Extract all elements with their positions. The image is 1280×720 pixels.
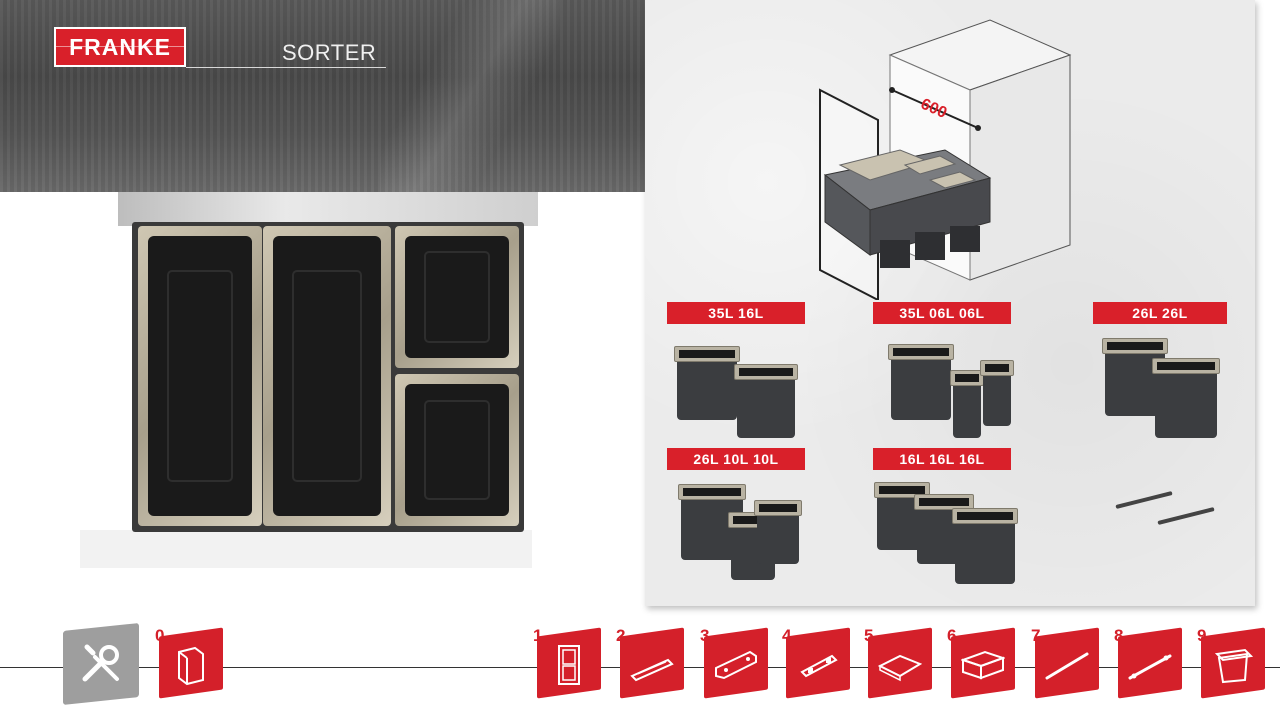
small-bin-top-right[interactable] [395, 226, 519, 368]
nav-item-number: 7 [1031, 626, 1041, 645]
nav-item-number: 1 [533, 626, 543, 645]
tools-button[interactable] [63, 623, 139, 705]
drawer-back-rail [118, 192, 538, 226]
config-35l-16l-label[interactable]: 35L 16L [667, 302, 805, 324]
nav-item-number: 8 [1114, 626, 1124, 645]
wrench-screwdriver-icon [82, 644, 119, 682]
config-35l-06l-06l-label[interactable]: 35L 06L 06L [873, 302, 1011, 324]
configuration-panel: 600 35L 16L 35L 06L 06L 26L 26L 26L 10L … [645, 0, 1255, 606]
nav-item-number: 2 [616, 626, 626, 645]
tray-icon [878, 654, 922, 682]
bucket-35l-b[interactable] [888, 344, 954, 420]
nav-item-number: 9 [1197, 626, 1207, 645]
nav-item-5[interactable]: 5 [864, 626, 932, 699]
mounting-bar-a[interactable] [1115, 491, 1173, 509]
nav-item-number: 4 [782, 626, 792, 645]
nav-item-2[interactable]: 2 [616, 626, 684, 699]
bucket-35l[interactable] [674, 346, 740, 420]
long-bar-icon [1045, 652, 1089, 680]
nav-item-0[interactable]: 0 [155, 626, 223, 699]
drawer-floor [80, 530, 532, 568]
nav-item-4[interactable]: 4 [782, 626, 850, 699]
cabinet-box-icon [178, 646, 204, 686]
bucket-10l-b[interactable] [754, 500, 802, 564]
title-underline [186, 67, 386, 68]
cross-bar-icon [1128, 654, 1172, 680]
nav-item-7[interactable]: 7 [1031, 626, 1099, 699]
bin-icon [1214, 648, 1254, 684]
nav-item-6[interactable]: 6 [947, 626, 1015, 699]
nav-item-number: 6 [947, 626, 957, 645]
nav-item-number: 0 [155, 626, 165, 645]
nav-item-number: 3 [700, 626, 710, 645]
door-frame-icon [558, 645, 580, 685]
nav-item-3[interactable]: 3 [700, 626, 768, 699]
page-title: SORTER [282, 40, 377, 65]
bucket-16l[interactable] [734, 364, 798, 438]
bracket-plate-icon [715, 650, 757, 680]
small-bin-bottom-right[interactable] [395, 374, 519, 526]
nav-item-9[interactable]: 9 [1197, 626, 1265, 699]
mount-rail-icon [800, 654, 838, 678]
drawer-runner-icon [630, 658, 674, 682]
bucket-26l-b[interactable] [1152, 358, 1220, 438]
mounting-bar-b[interactable] [1157, 507, 1215, 525]
config-26l-10l-10l-label[interactable]: 26L 10L 10L [667, 448, 805, 470]
nav-item-8[interactable]: 8 [1114, 626, 1182, 699]
bucket-06l-b[interactable] [980, 360, 1014, 426]
franke-logo: FRANKE [54, 27, 186, 67]
bucket-16l-c[interactable] [952, 508, 1018, 584]
bucket-06l-a[interactable] [950, 370, 984, 438]
config-16l-16l-16l-label[interactable]: 16L 16L 16L [873, 448, 1011, 470]
nav-item-1[interactable]: 1 [533, 626, 601, 699]
drawer-box-icon [961, 650, 1005, 680]
config-26l-26l-label[interactable]: 26L 26L [1093, 302, 1227, 324]
bucket-26l-c[interactable] [678, 484, 746, 560]
nav-item-number: 5 [864, 626, 874, 645]
cabinet-illustration: 600 [819, 19, 1072, 300]
large-bin-center[interactable] [263, 226, 391, 526]
large-bin-left[interactable] [138, 226, 262, 526]
